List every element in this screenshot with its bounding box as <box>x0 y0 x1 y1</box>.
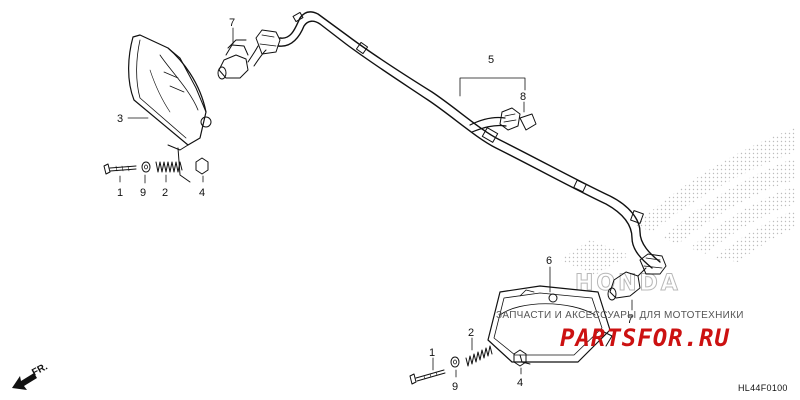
connector-8 <box>499 107 537 131</box>
callout-3: 3 <box>117 113 123 125</box>
callout-8: 8 <box>520 91 526 103</box>
honda-wing-logo <box>560 128 795 275</box>
callout-2-top: 2 <box>162 187 168 199</box>
leader-lines <box>119 27 633 378</box>
diagram-code: HL44F0100 <box>738 383 788 393</box>
honda-brand-text: HONDA <box>575 271 681 296</box>
harness-connector-top <box>247 29 281 67</box>
callout-7-top: 7 <box>229 17 235 29</box>
callout-9-bottom: 9 <box>452 381 458 393</box>
callout-1-bottom: 1 <box>429 347 435 359</box>
headlight-right <box>487 285 613 365</box>
nut-top <box>195 157 209 175</box>
watermark-site: PARTSFOR.RU <box>560 324 730 352</box>
callout-4-bottom: 4 <box>517 377 523 389</box>
bolt-bottom <box>409 369 446 385</box>
wiring-harness <box>277 11 661 269</box>
callout-4-top: 4 <box>199 187 205 199</box>
nut-bottom <box>513 349 527 367</box>
bulb-top <box>217 39 249 80</box>
washer-bottom <box>450 356 460 368</box>
callout-1-top: 1 <box>117 187 123 199</box>
watermark-tagline: ЗАПЧАСТИ И АКСЕССУАРЫ ДЛЯ МОТОТЕХНИКИ <box>496 310 744 321</box>
spring-top <box>155 161 183 173</box>
headlight-left <box>128 34 212 183</box>
callout-6: 6 <box>546 255 552 267</box>
callout-2-bottom: 2 <box>468 327 474 339</box>
callout-9-top: 9 <box>140 187 146 199</box>
callout-5: 5 <box>488 54 494 66</box>
washer-top <box>141 161 151 173</box>
callout-7-bottom: 7 <box>627 314 633 326</box>
bolt-top <box>103 163 137 175</box>
spring-bottom <box>465 345 493 367</box>
front-direction-arrow: FR. <box>12 361 50 390</box>
bulb-bottom <box>607 253 667 301</box>
front-direction-label: FR. <box>30 361 50 378</box>
